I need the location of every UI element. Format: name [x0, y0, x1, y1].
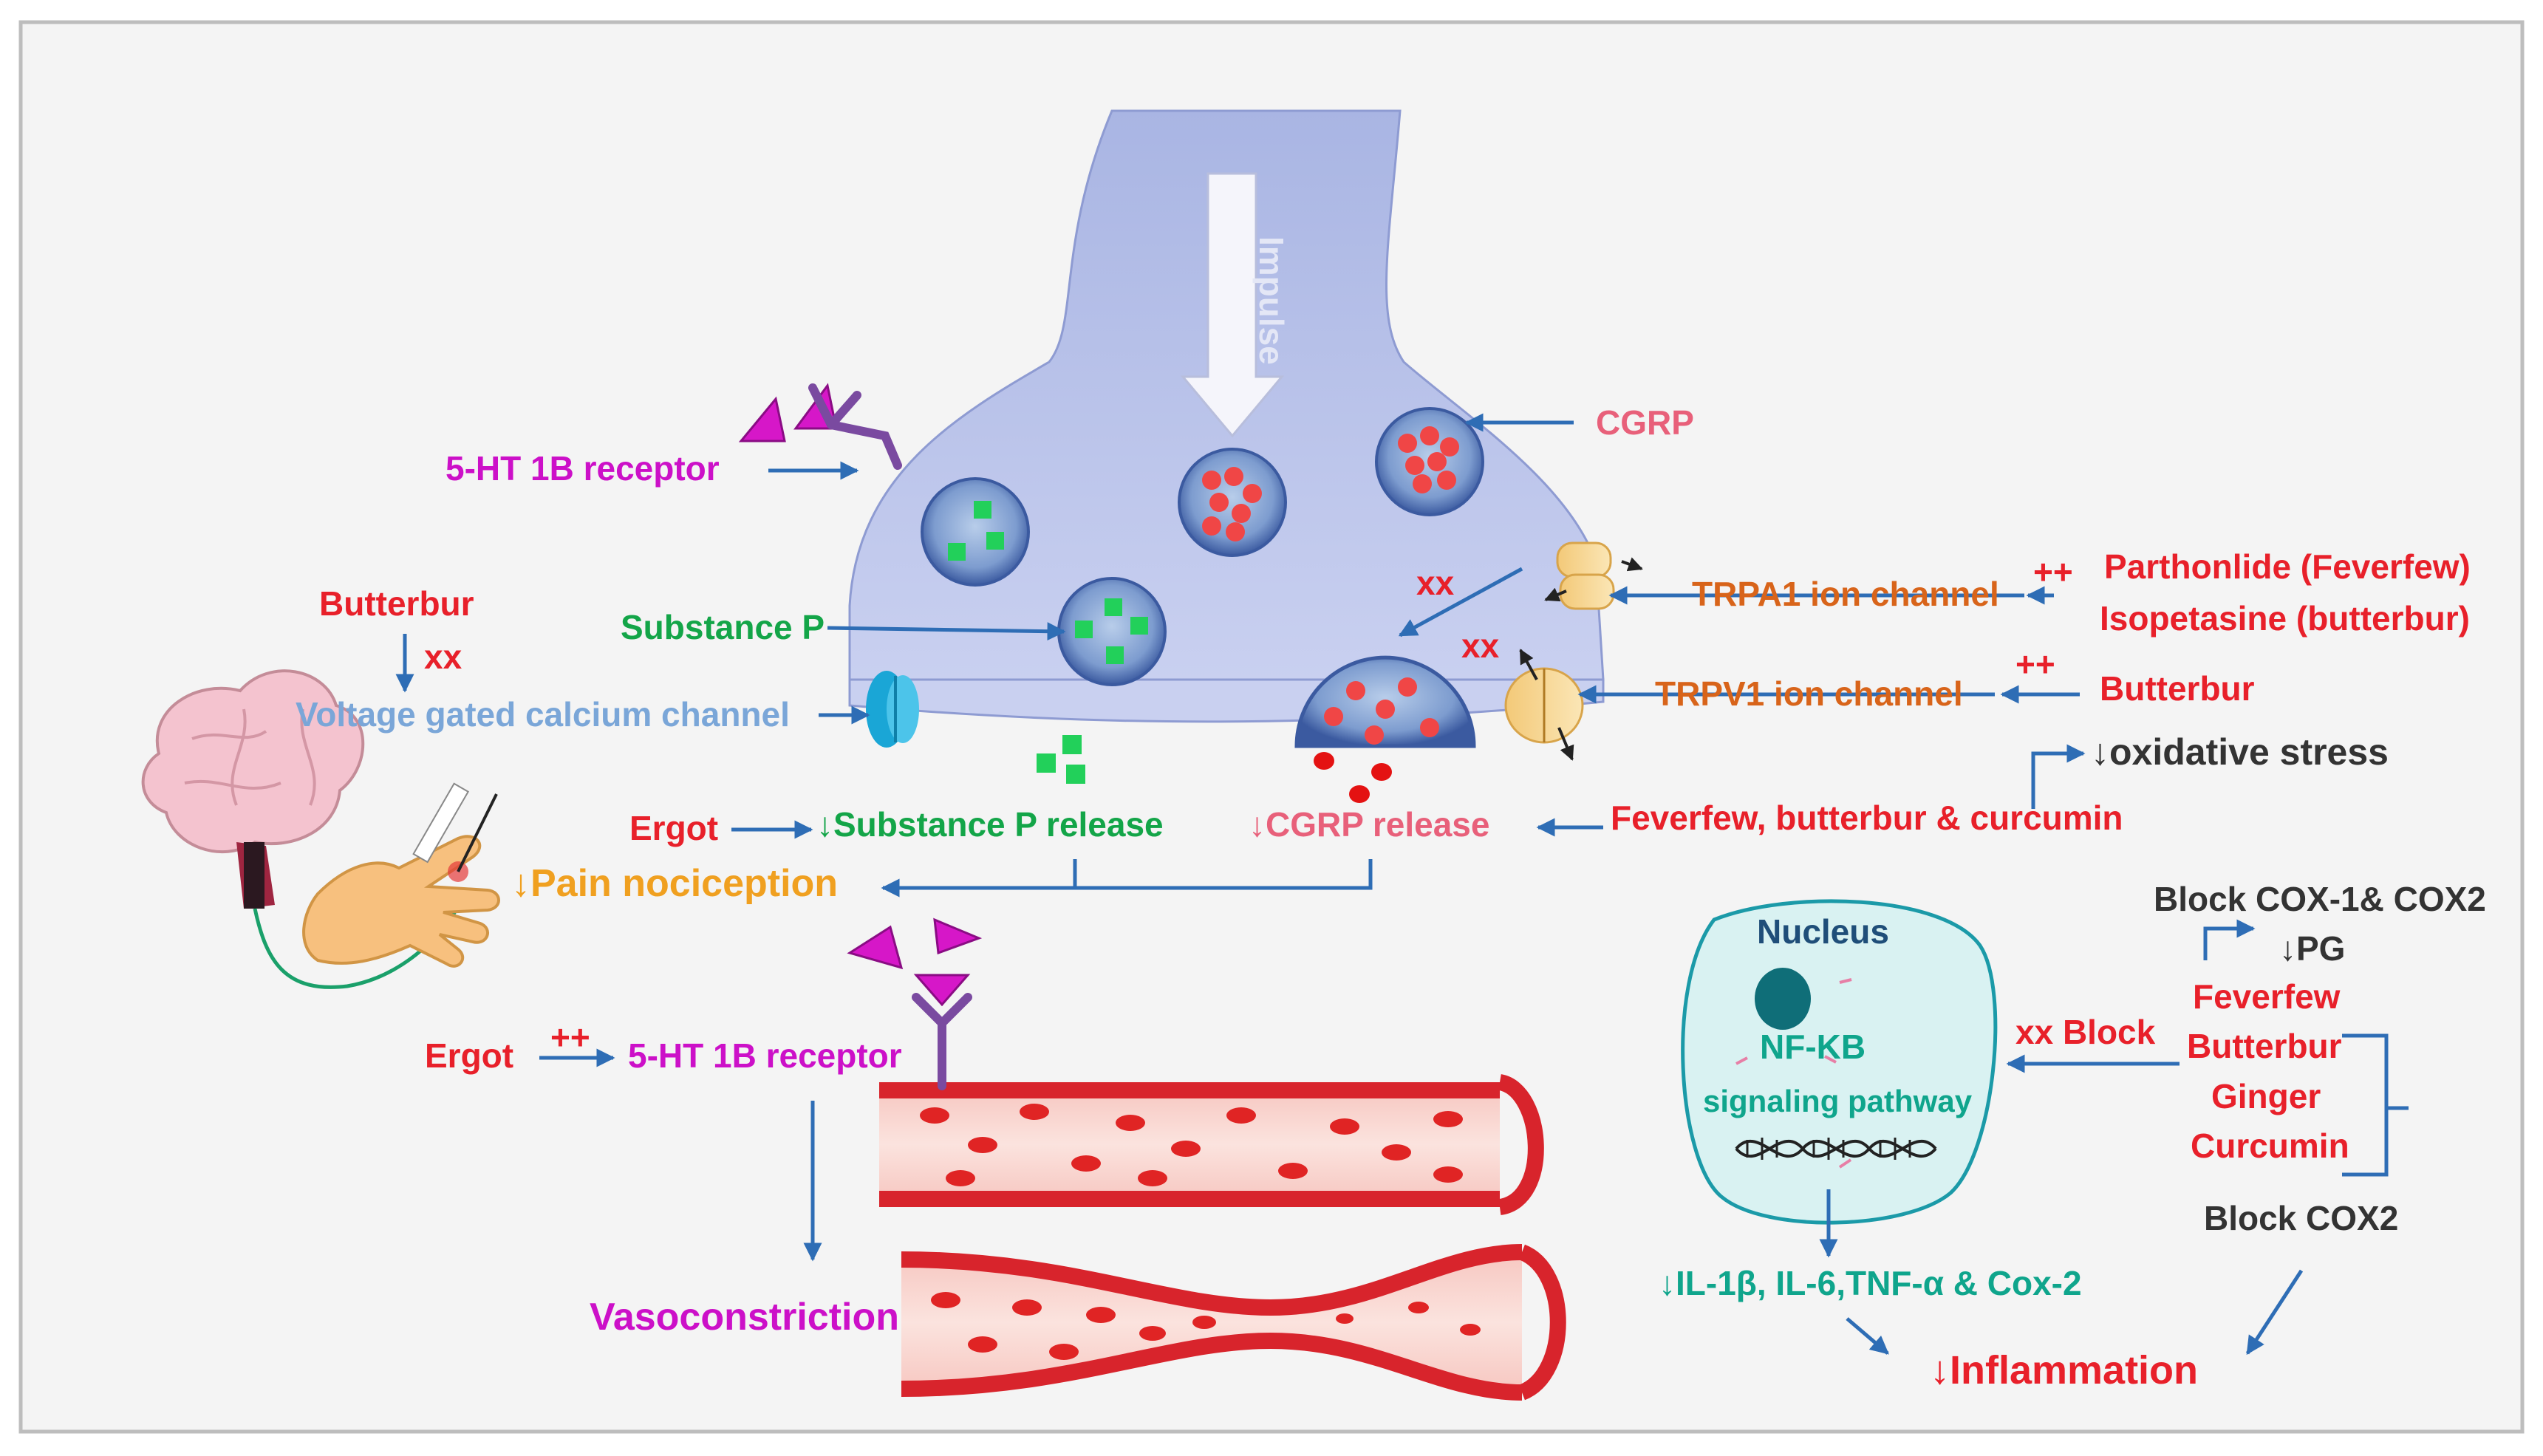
serotonin-triangle-icon-bottom — [847, 917, 983, 1007]
calcium-channel-icon — [866, 671, 919, 748]
xx-block-label: xx Block — [2015, 1013, 2156, 1051]
nucleus-label: Nucleus — [1757, 912, 1889, 951]
ergot-1-label: Ergot — [629, 809, 718, 847]
impulse-arrow — [1180, 172, 1285, 438]
feverfew-label: Feverfew — [2193, 977, 2341, 1016]
vgcc-label: Voltage gated calcium channel — [296, 695, 790, 734]
cytokines-label: ↓IL-1β, IL-6,TNF-α & Cox-2 — [1659, 1264, 2082, 1302]
ht1b-receptor-top-label: 5-HT 1B receptor — [446, 449, 720, 488]
receptor-icon-bottom — [912, 993, 972, 1090]
block-cox2-label: Block COX2 — [2204, 1199, 2398, 1237]
trpv1-channel-icon — [1504, 649, 1584, 761]
xx-vgcc-label: xx — [424, 638, 462, 676]
isopetasine-label: Isopetasine (butterbur) — [2100, 599, 2470, 638]
released-cgrp — [1314, 752, 1392, 803]
pp-trpv1-label: ++ — [2015, 645, 2055, 683]
ht1b-receptor-bottom-label: 5-HT 1B receptor — [628, 1036, 902, 1075]
hand-icon — [302, 782, 500, 968]
vesicle-cgrp-center — [1178, 448, 1287, 557]
xx-trpv1-label: xx — [1461, 626, 1500, 665]
xx-trpa1-label: xx — [1416, 564, 1455, 602]
butterbur-list-label: Butterbur — [2187, 1027, 2342, 1065]
impulse-label: Impulse — [1252, 236, 1291, 365]
block-cox12-label: Block COX-1& COX2 — [2154, 880, 2486, 918]
connector-arrows — [395, 413, 2409, 1356]
signaling-pathway-label: signaling pathway — [1703, 1084, 1973, 1118]
dna-icon — [1735, 1138, 1937, 1160]
blood-vessel-icon — [879, 1074, 1544, 1215]
nucleus-icon — [1755, 968, 1811, 1030]
ergot-2-label: Ergot — [425, 1036, 513, 1075]
parthenolide-label: Parthonlide (Feverfew) — [2104, 547, 2471, 586]
brain-icon — [141, 669, 365, 909]
trpv1-label: TRPV1 ion channel — [1655, 674, 1963, 713]
trpa1-channel-icon — [1544, 541, 1643, 610]
substance-p-label: Substance P — [621, 608, 825, 646]
cgrp-release-label: ↓CGRP release — [1249, 805, 1489, 844]
pg-label: ↓PG — [2279, 929, 2345, 968]
receptor-icon-top — [808, 383, 902, 470]
constricted-vessel-icon — [901, 1244, 1566, 1401]
ginger-label: Ginger — [2211, 1077, 2321, 1115]
vesicle-substance-p-left — [921, 477, 1030, 587]
vesicle-cgrp-fusing — [1294, 655, 1476, 748]
released-substance-p — [1037, 735, 1085, 784]
butterbur-left-label: Butterbur — [319, 584, 474, 623]
trpa1-label: TRPA1 ion channel — [1692, 575, 1999, 613]
vesicle-cgrp-top-right — [1375, 407, 1484, 516]
butterbur-right-label: Butterbur — [2100, 669, 2255, 708]
pp-ergot-label: ++ — [550, 1018, 590, 1056]
vasoconstriction-label: Vasoconstriction — [590, 1296, 899, 1339]
pp-trpa1-label: ++ — [2033, 553, 2073, 591]
ffbc-label: Feverfew, butterbur & curcumin — [1611, 799, 2123, 837]
substance-p-release-label: ↓Substance P release — [816, 805, 1164, 844]
curcumin-label: Curcumin — [2191, 1127, 2349, 1165]
pain-nociception-label: ↓Pain nociception — [511, 862, 838, 905]
vesicle-substance-p-right — [1057, 577, 1167, 686]
oxidative-stress-label: ↓oxidative stress — [2091, 731, 2389, 773]
nfkb-label: NF-KB — [1760, 1028, 1866, 1066]
cgrp-label: CGRP — [1596, 403, 1694, 442]
inflammation-label: ↓Inflammation — [1930, 1348, 2198, 1392]
